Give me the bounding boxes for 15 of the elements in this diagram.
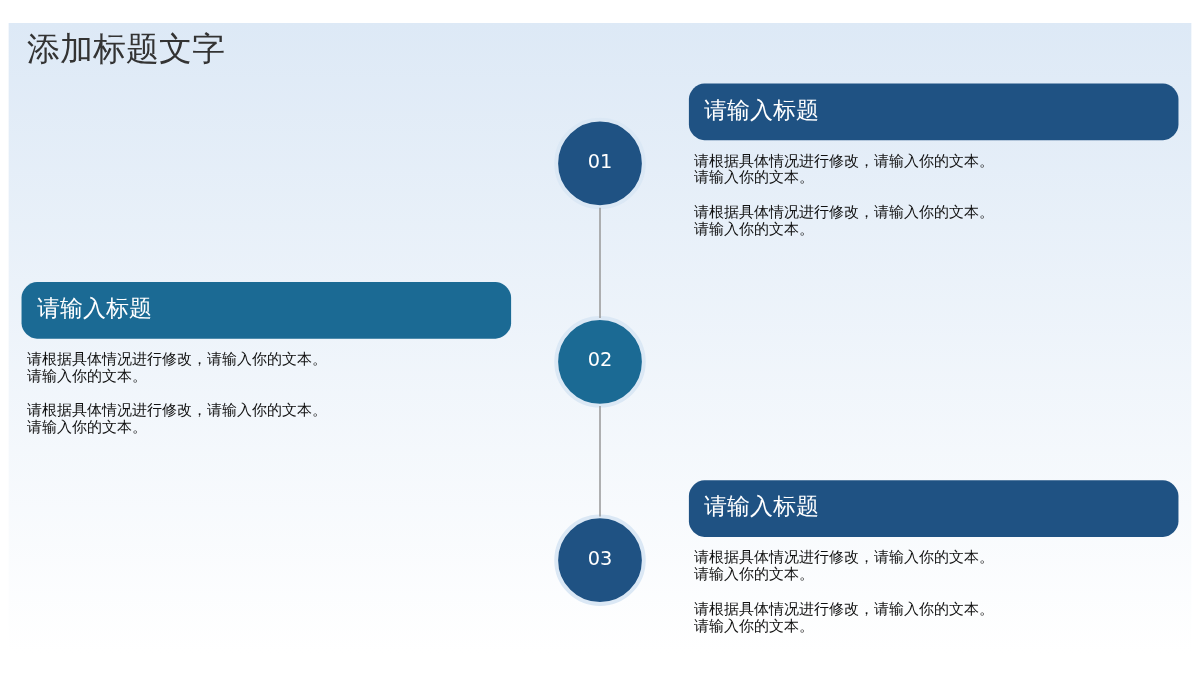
node-label: 请根据具体情况进行修改，请输入你的文本。请输入你的文本。 bbox=[26, 349, 327, 385]
node-box: 请输入标题 bbox=[21, 281, 512, 339]
connector bbox=[599, 404, 601, 517]
node-label: 请根据具体情况进行修改，请输入你的文本。请输入你的文本。 bbox=[694, 547, 995, 583]
node-label: 请根据具体情况进行修改，请输入你的文本。请输入你的文本。 bbox=[694, 202, 995, 238]
node-circle: 01 bbox=[554, 117, 646, 209]
node-label: 请根据具体情况进行修改，请输入你的文本。请输入你的文本。 bbox=[694, 150, 995, 186]
diagram-title: 添加标题文字 bbox=[26, 28, 225, 68]
node-label: 请根据具体情况进行修改，请输入你的文本。请输入你的文本。 bbox=[26, 400, 327, 436]
node-circle: 03 bbox=[554, 514, 646, 606]
connector bbox=[599, 206, 601, 319]
node-circle: 02 bbox=[554, 315, 646, 408]
node-box: 请输入标题 bbox=[688, 83, 1179, 140]
node-label: 请根据具体情况进行修改，请输入你的文本。请输入你的文本。 bbox=[694, 599, 995, 635]
node-box: 请输入标题 bbox=[688, 479, 1179, 537]
